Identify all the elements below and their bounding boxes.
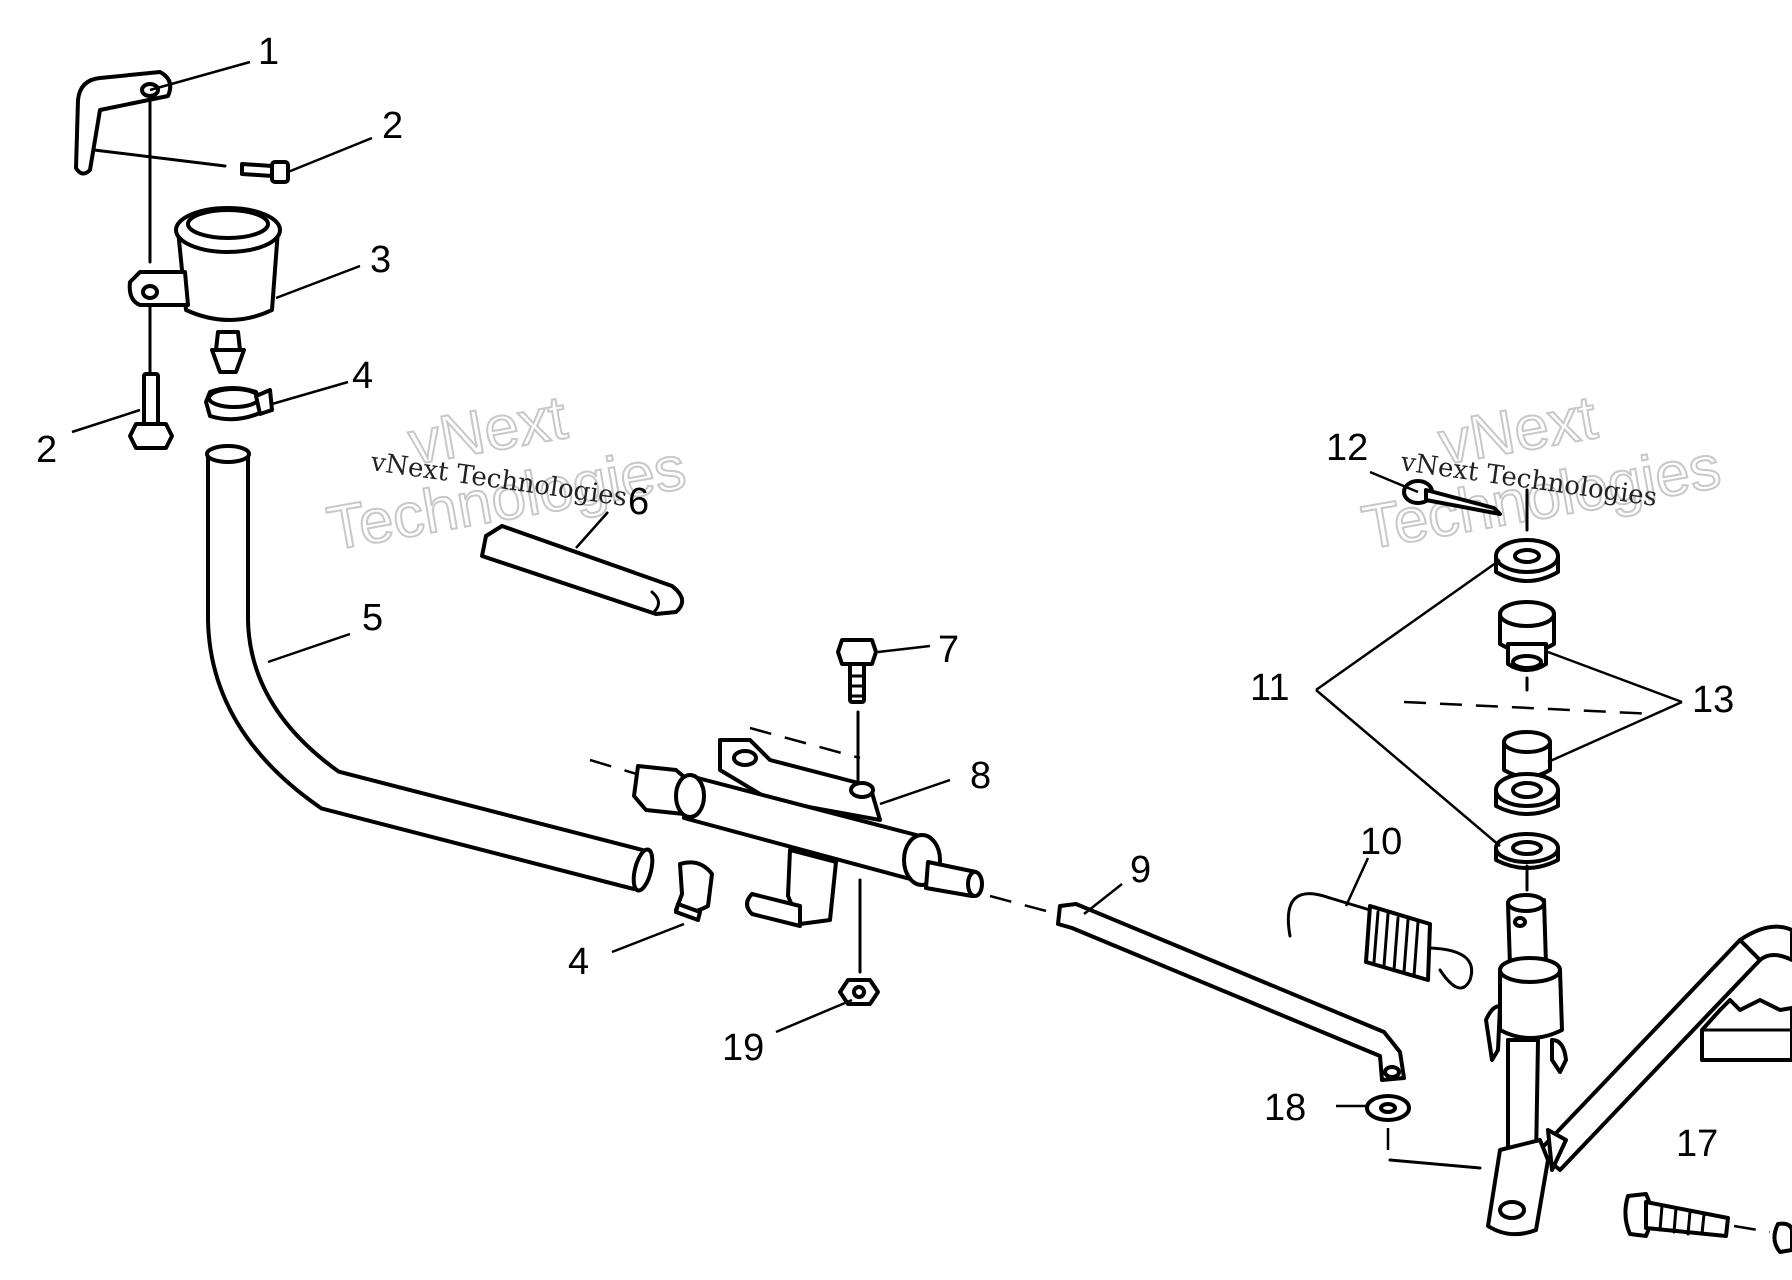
callout-10: 10 (1360, 821, 1402, 863)
callout-7: 7 (938, 629, 959, 671)
part-13-bushing-top (1498, 600, 1556, 692)
leader-lines (71, 60, 1683, 1108)
callout-11: 11 (1250, 667, 1289, 709)
axis-line-bushings (1403, 700, 1655, 716)
part-11-washer-bottom (1494, 832, 1560, 892)
callout-6: 6 (628, 481, 649, 523)
callout-4-upper: 4 (352, 355, 373, 397)
part-3-reservoir (127, 206, 282, 374)
callouts: 1 2 3 2 4 5 6 7 8 9 10 11 12 13 4 19 18 … (36, 31, 1734, 1165)
part-7-bolt (836, 638, 878, 802)
callout-9: 9 (1130, 849, 1151, 891)
part-6-sleeve (480, 524, 684, 616)
part-4-clamp-upper (204, 386, 274, 422)
callout-1: 1 (258, 31, 279, 73)
callout-2-lower: 2 (36, 429, 57, 471)
part-11-washer-top (1494, 488, 1560, 583)
part-10-spring (1286, 892, 1473, 990)
part-1-bracket (74, 70, 173, 264)
part-5-hose (205, 444, 655, 893)
part-8-master-cylinder (589, 726, 1051, 974)
part-11-washer-middle (1494, 772, 1560, 816)
callout-13: 13 (1692, 679, 1734, 721)
callout-2-upper: 2 (382, 105, 403, 147)
callout-17: 17 (1676, 1123, 1718, 1165)
part-18-washer (1365, 1094, 1482, 1170)
part-17-bolt (1623, 1192, 1792, 1254)
callout-8: 8 (970, 755, 991, 797)
part-19-nut (838, 978, 880, 1006)
part-pedal-assembly (1484, 893, 1792, 1237)
part-13-bushing-bottom (1502, 730, 1552, 779)
callout-4-lower: 4 (568, 941, 589, 983)
callout-19: 19 (722, 1027, 764, 1069)
callout-3: 3 (370, 239, 391, 281)
callout-18: 18 (1264, 1087, 1306, 1129)
part-9-push-rod (1056, 902, 1406, 1082)
part-2-screw-upper (92, 148, 290, 184)
part-4-clamp-lower (674, 860, 714, 922)
callout-12: 12 (1326, 427, 1368, 469)
callout-5: 5 (362, 597, 383, 639)
part-2-screw-lower (128, 303, 174, 450)
